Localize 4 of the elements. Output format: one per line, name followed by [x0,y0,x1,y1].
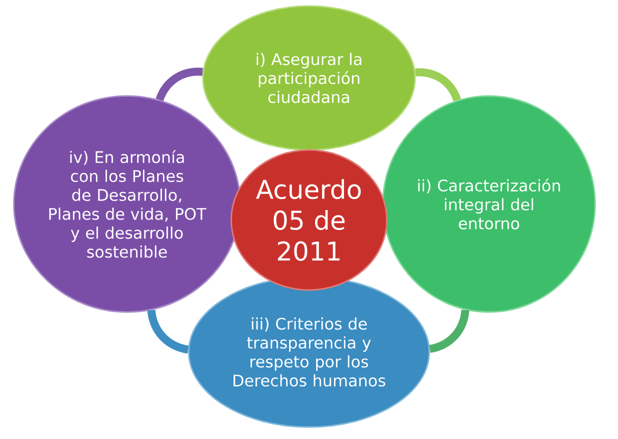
ellipse-node: iii) Criterios de transparencia y respeto por los Derechos humanos [188,276,430,428]
ellipse-node: i) Asegurar la participación ciudadana [202,5,416,151]
ellipse-node: ii) Caracterización integral del entorno [382,95,596,313]
ellipse-node: iv) En armonía con los Planes de Desarrollo, Planes de vida, POT y el desarrollo sostenible [13,95,241,313]
